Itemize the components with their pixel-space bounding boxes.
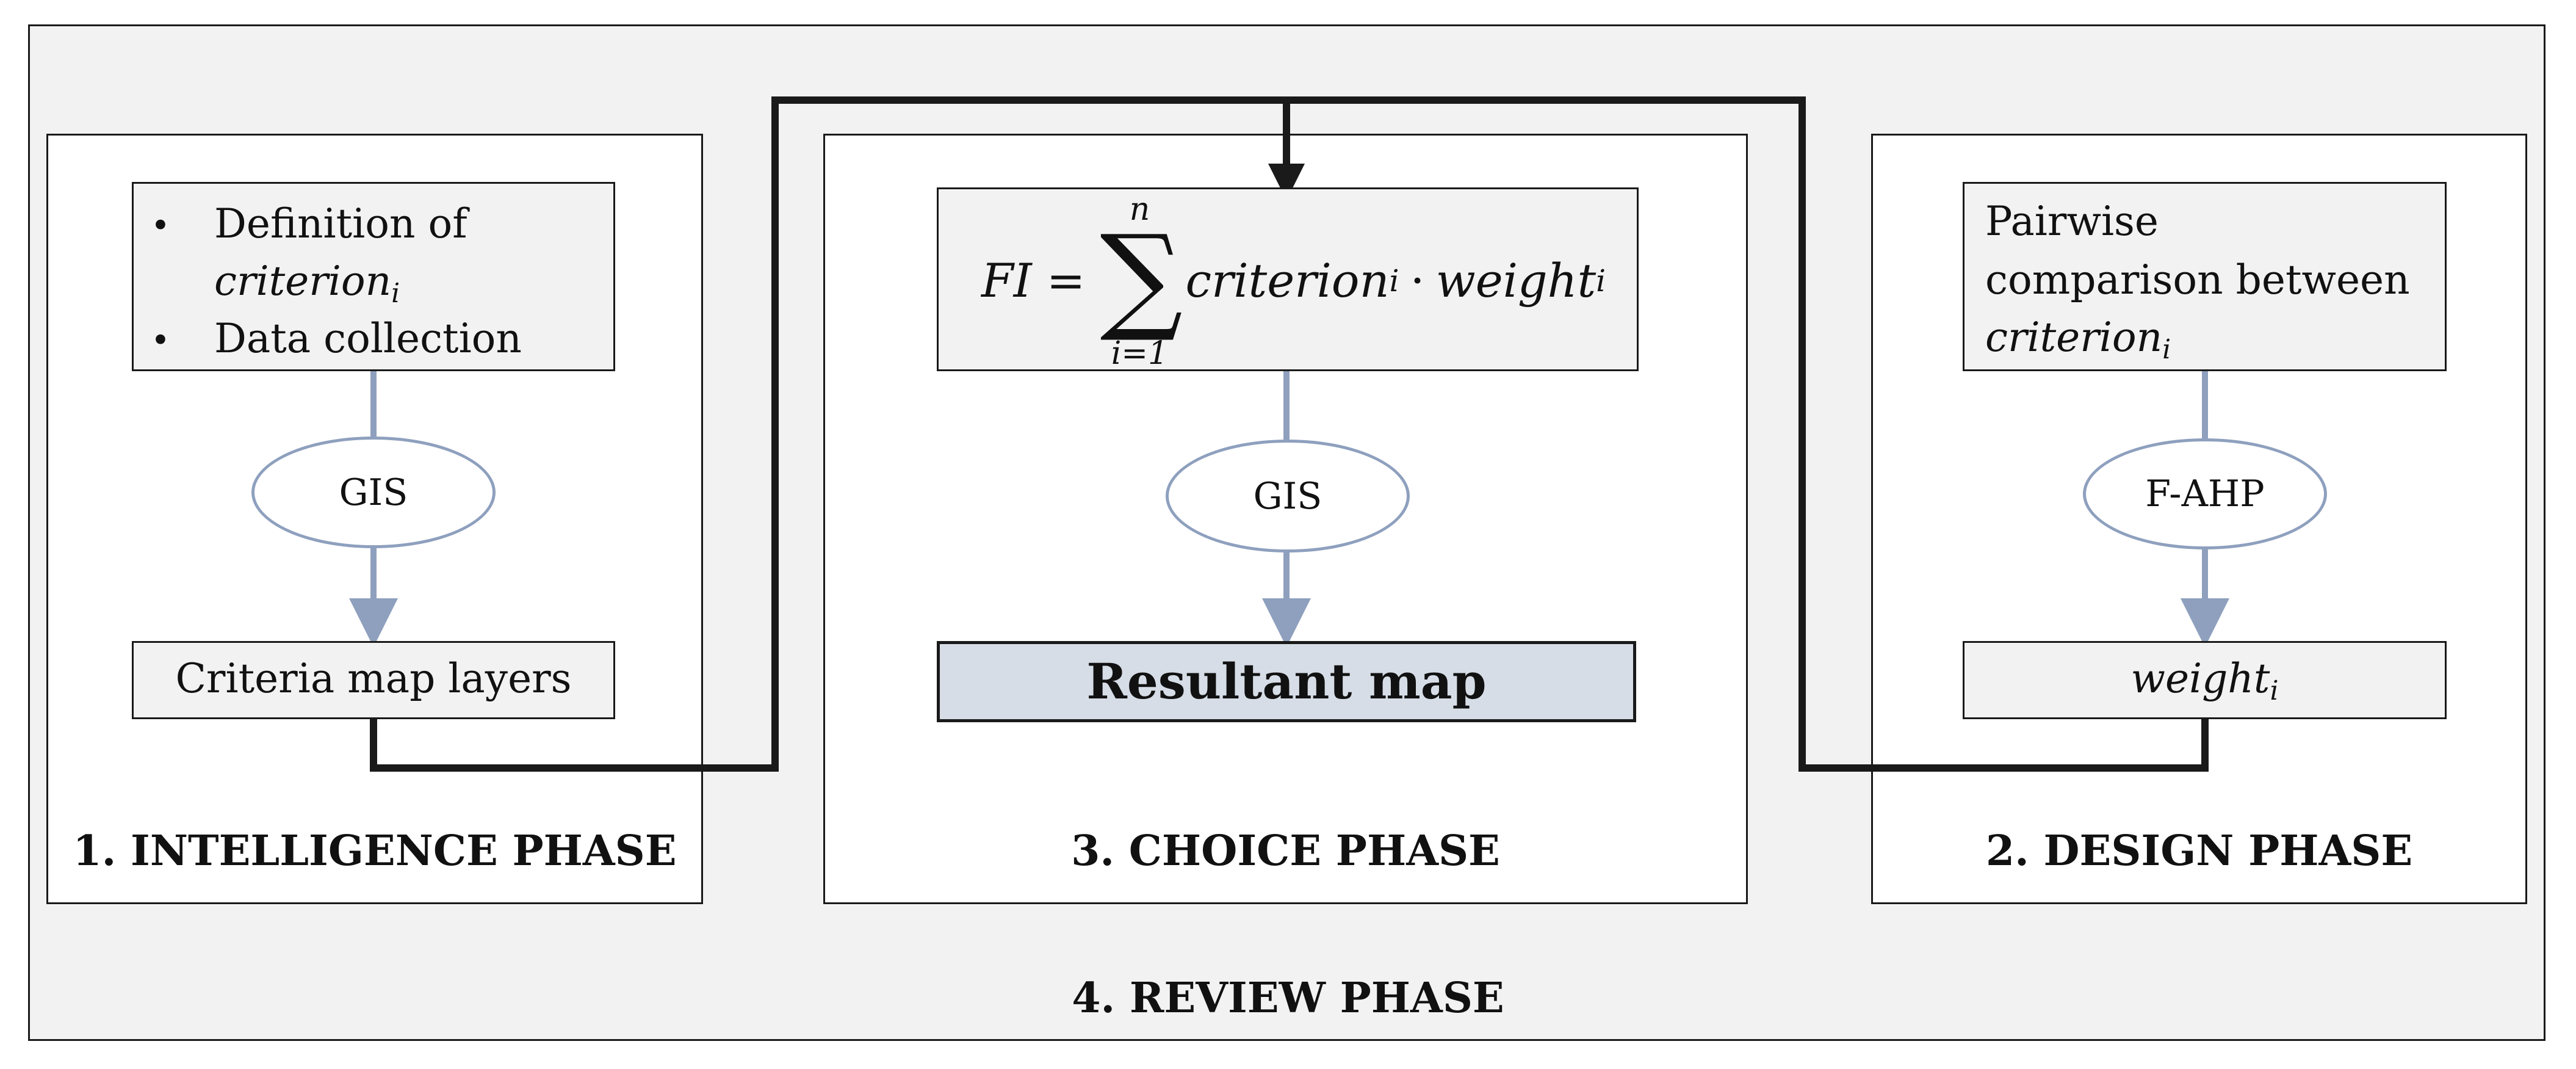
sigma-glyph: ∑ (1100, 210, 1183, 345)
choice-phase-title: 3. CHOICE PHASE (1071, 827, 1500, 875)
criterion-line: criterioni (214, 258, 400, 309)
bullet-icon: • (151, 206, 170, 245)
criteria-map-layers-box: Criteria map layers (132, 641, 615, 719)
design-phase-title: 2. DESIGN PHASE (1985, 827, 2413, 875)
intelligence-phase-title: 1. INTELLIGENCE PHASE (73, 827, 677, 875)
weight-output-box: weighti (1963, 641, 2447, 719)
bullet-icon: • (151, 321, 170, 360)
pairwise-comparison-box: Pairwise comparison between criterioni (1963, 182, 2447, 371)
fahp-node: F-AHP (2083, 438, 2327, 549)
definition-line: Definition of (214, 200, 467, 247)
pairwise-line-1: Pairwise (1985, 198, 2159, 245)
summation-symbol: n ∑ i=1 (1100, 191, 1183, 372)
intelligence-input-box: • Definition of criterioni • Data collec… (132, 182, 615, 371)
choice-gis-node: GIS (1166, 440, 1410, 553)
pairwise-line-3: criterioni (1985, 314, 2171, 365)
resultant-map-box: Resultant map (937, 641, 1636, 722)
review-phase-title: 4. REVIEW PHASE (1072, 974, 1504, 1023)
data-collection-line: Data collection (214, 315, 522, 362)
pairwise-line-2: comparison between (1985, 256, 2410, 303)
intelligence-gis-node: GIS (251, 437, 496, 548)
